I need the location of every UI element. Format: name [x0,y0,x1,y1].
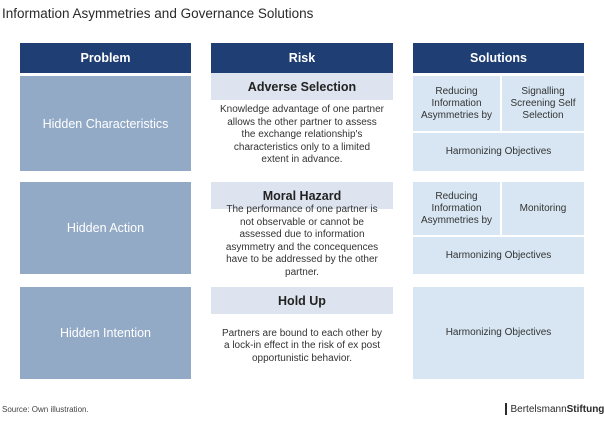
solution-harmonizing-objectives: Harmonizing Objectives [413,287,584,379]
header-solutions: Solutions [413,43,584,73]
solution-reducing-asymmetries: Reducing Information Asymmetries by [413,76,500,131]
problem-hidden-action: Hidden Action [20,182,191,274]
solution-harmonizing-objectives: Harmonizing Objectives [413,133,584,171]
solution-harmonizing-objectives: Harmonizing Objectives [413,237,584,274]
header-problem: Problem [20,43,191,73]
header-risk: Risk [211,43,393,73]
risk-title-moral-hazard: Moral Hazard [211,182,393,209]
logo-text-bertelsmann: Bertelsmann [510,403,567,415]
problem-hidden-characteristics: Hidden Characteristics [20,76,191,171]
solution-signalling: Signalling Screening Self Selection [502,76,584,131]
solution-monitoring: Monitoring [502,182,584,235]
problem-hidden-intention: Hidden Intention [20,287,191,379]
solution-reducing-asymmetries: Reducing Information Asymmetries by [413,182,500,235]
logo-text-stiftung: Stiftung [566,403,604,415]
risk-text-moral-hazard: The performance of one partner is not ob… [211,204,393,278]
logo-bar-icon [505,403,507,415]
page-title: Information Asymmetries and Governance S… [2,6,314,21]
risk-text-adverse-selection: Knowledge advantage of one partner allow… [211,100,393,171]
risk-title-adverse-selection: Adverse Selection [211,73,393,100]
risk-title-hold-up: Hold Up [211,287,393,314]
source-note: Source: Own illustration. [2,405,89,414]
risk-text-hold-up: Partners are bound to each other by a lo… [211,314,393,379]
